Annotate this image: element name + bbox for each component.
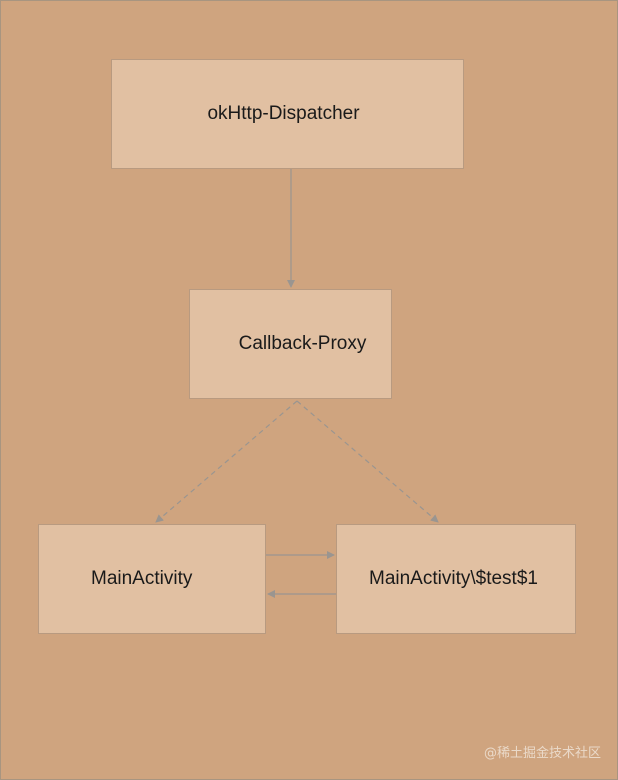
edge-proxy-to-test — [296, 400, 439, 523]
node-main-activity[interactable]: MainActivity — [38, 524, 266, 634]
node-okhttp-dispatcher[interactable]: okHttp-Dispatcher — [111, 59, 464, 169]
node-label: Callback-Proxy — [238, 333, 367, 354]
watermark: @稀土掘金技术社区 — [483, 746, 601, 761]
node-label: MainActivity\$test$1 — [369, 568, 538, 589]
node-label: okHttp-Dispatcher — [207, 103, 360, 124]
node-callback-proxy[interactable]: Callback-Proxy — [189, 289, 392, 399]
node-label: MainActivity — [91, 568, 193, 589]
node-main-activity-test[interactable]: MainActivity\$test$1 — [336, 524, 576, 634]
edge-proxy-to-main — [155, 400, 298, 523]
